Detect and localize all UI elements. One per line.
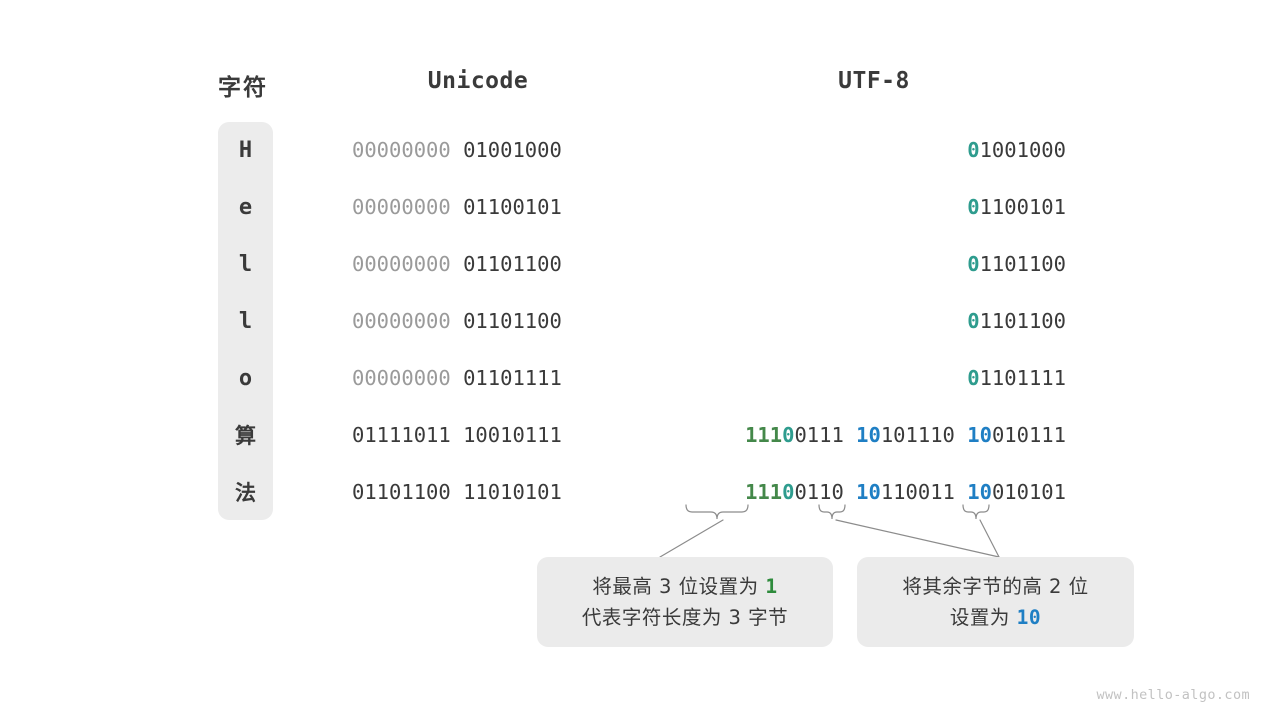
unicode-cell: 00000000 01101100 (352, 306, 608, 336)
callout-first-byte: 将最高 3 位设置为 1 代表字符长度为 3 字节 (537, 557, 833, 647)
utf8-cell: 01101100 (967, 249, 1066, 279)
utf8-prefix-bits: 10 (856, 423, 881, 447)
utf8-payload-bits: 110011 (880, 480, 955, 504)
callout-2-line-2: 设置为 10 (949, 606, 1042, 629)
site-watermark: www.hello-algo.com (1096, 687, 1250, 703)
character-cell: 法 (235, 481, 256, 505)
unicode-byte-1: 00000000 (352, 138, 451, 162)
character-cell: 算 (235, 424, 256, 448)
column-header-character: 字符 (218, 75, 268, 101)
utf8-prefix-bits: 0 (967, 366, 980, 390)
brace-first-byte (685, 504, 749, 520)
unicode-byte-1: 00000000 (352, 195, 451, 219)
column-header-unicode: Unicode (427, 68, 529, 94)
unicode-byte-2: 01001000 (463, 138, 562, 162)
utf8-payload-bits: 010111 (991, 423, 1066, 447)
column-header-utf8: UTF-8 (838, 68, 910, 94)
unicode-byte-1: 01101100 (352, 480, 451, 504)
unicode-byte-2: 10010111 (463, 423, 562, 447)
unicode-byte-1: 01111011 (352, 423, 451, 447)
utf8-cell: 11100110 10110011 10010101 (745, 477, 1066, 507)
character-cell: l (238, 252, 253, 277)
utf8-prefix-terminator-bit: 0 (782, 423, 795, 447)
unicode-byte-1: 00000000 (352, 252, 451, 276)
utf8-prefix-bits: 111 (745, 423, 783, 447)
character-cell: o (238, 366, 253, 391)
utf8-prefix-bits: 10 (856, 480, 881, 504)
utf8-cell: 01101111 (967, 363, 1066, 393)
callout-1-line-2: 代表字符长度为 3 字节 (581, 606, 789, 629)
utf8-payload-bits: 1100101 (979, 195, 1066, 219)
unicode-byte-2: 01100101 (463, 195, 562, 219)
brace-second-byte (818, 504, 846, 520)
character-cell: H (238, 138, 253, 163)
unicode-cell: 00000000 01100101 (352, 192, 608, 222)
unicode-cell: 00000000 01001000 (352, 135, 608, 165)
callout-1-line-1: 将最高 3 位设置为 1 (592, 575, 778, 598)
callout-1-highlight: 1 (765, 575, 778, 598)
unicode-cell: 01101100 11010101 (352, 477, 608, 507)
utf8-payload-bits: 1001000 (979, 138, 1066, 162)
character-cell: l (238, 309, 253, 334)
utf8-cell: 01001000 (967, 135, 1066, 165)
unicode-cell: 00000000 01101100 (352, 249, 608, 279)
utf8-cell: 01100101 (967, 192, 1066, 222)
unicode-byte-2: 01101111 (463, 366, 562, 390)
utf8-prefix-bits: 0 (967, 138, 980, 162)
utf8-payload-bits: 1101100 (979, 252, 1066, 276)
leader-line-1 (659, 519, 724, 558)
unicode-byte-2: 11010101 (463, 480, 562, 504)
utf8-payload-bits: 101110 (880, 423, 955, 447)
callout-2-line-1: 将其余字节的高 2 位 (902, 575, 1089, 598)
brace-third-byte (962, 504, 990, 520)
unicode-byte-2: 01101100 (463, 309, 562, 333)
utf8-prefix-terminator-bit: 0 (782, 480, 795, 504)
utf8-prefix-bits: 0 (967, 309, 980, 333)
utf8-prefix-bits: 111 (745, 480, 783, 504)
leader-line-2 (835, 519, 1000, 558)
character-column-panel (218, 122, 273, 520)
utf8-prefix-bits: 0 (967, 195, 980, 219)
callout-continuation-bytes: 将其余字节的高 2 位 设置为 10 (857, 557, 1134, 647)
utf8-prefix-bits: 0 (967, 252, 980, 276)
utf8-cell: 11100111 10101110 10010111 (745, 420, 1066, 450)
utf8-payload-bits: 1101100 (979, 309, 1066, 333)
unicode-cell: 00000000 01101111 (352, 363, 608, 393)
unicode-byte-2: 01101100 (463, 252, 562, 276)
unicode-byte-1: 00000000 (352, 366, 451, 390)
utf8-prefix-bits: 10 (967, 423, 992, 447)
utf8-payload-bits: 010101 (991, 480, 1066, 504)
utf8-payload-bits: 1101111 (979, 366, 1066, 390)
callout-2-highlight: 10 (1016, 606, 1042, 629)
unicode-cell: 01111011 10010111 (352, 420, 608, 450)
utf8-cell: 01101100 (967, 306, 1066, 336)
unicode-byte-1: 00000000 (352, 309, 451, 333)
utf8-payload-bits: 0111 (794, 423, 844, 447)
utf8-payload-bits: 0110 (794, 480, 844, 504)
utf8-prefix-bits: 10 (967, 480, 992, 504)
character-cell: e (238, 195, 253, 220)
leader-line-3 (979, 519, 1000, 558)
